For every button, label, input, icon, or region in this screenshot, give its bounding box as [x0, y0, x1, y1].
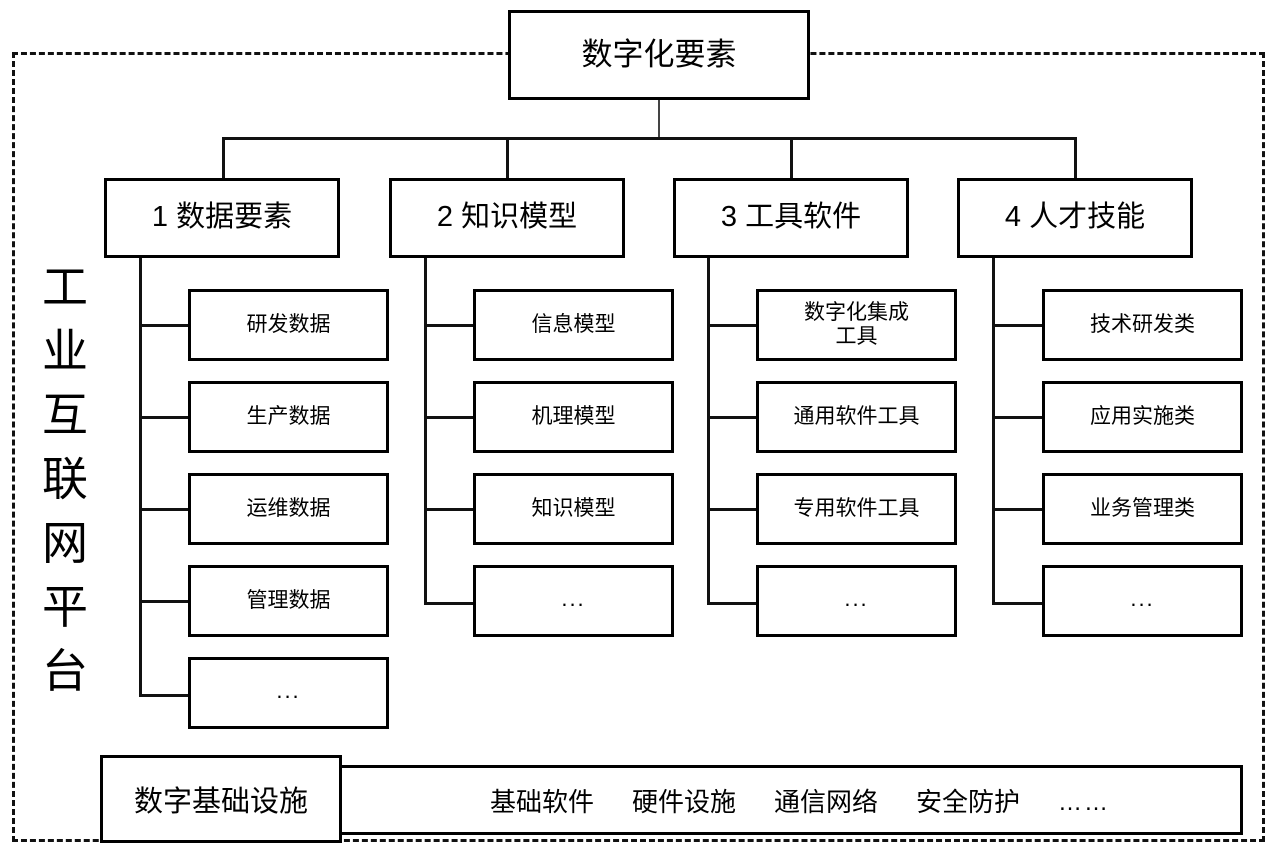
infrastructure-item[interactable]: 硬件设施	[631, 786, 736, 817]
connector-category-3-drop	[790, 137, 793, 179]
leaf-node-label: ...	[844, 585, 869, 611]
category-node-2-label: 2 知识模型	[436, 201, 578, 234]
leaf-node-label: 运维数据	[246, 497, 331, 521]
leaf-node[interactable]: ...	[1042, 565, 1243, 637]
infrastructure-item[interactable]: 通信网络	[774, 786, 879, 817]
connector-stub-2-2	[424, 416, 476, 419]
leaf-node-label: 研发数据	[246, 313, 331, 337]
root-node[interactable]: 数字化要素	[508, 10, 810, 100]
leaf-node[interactable]: 专用软件工具	[756, 473, 957, 545]
leaf-node-label: 业务管理类	[1090, 497, 1195, 521]
connector-spine-2	[424, 256, 427, 605]
root-node-label: 数字化要素	[581, 37, 737, 73]
connector-stub-3-4	[707, 602, 759, 605]
connector-stub-2-3	[424, 508, 476, 511]
connector-stub-2-4	[424, 602, 476, 605]
connector-stub-3-2	[707, 416, 759, 419]
leaf-node[interactable]: ...	[473, 565, 674, 637]
leaf-node[interactable]: 生产数据	[188, 381, 389, 453]
infrastructure-node-label: 数字基础设施	[133, 786, 308, 818]
connector-category-2-drop	[506, 137, 509, 179]
leaf-node[interactable]: 应用实施类	[1042, 381, 1243, 453]
category-node-4[interactable]: 4 人才技能	[957, 178, 1193, 258]
leaf-node-label: 管理数据	[246, 589, 331, 613]
leaf-node[interactable]: 信息模型	[473, 289, 674, 361]
connector-stub-3-1	[707, 324, 759, 327]
connector-stub-1-5	[139, 694, 191, 697]
infrastructure-item[interactable]: 基础软件	[489, 786, 594, 817]
leaf-node-label: 机理模型	[531, 405, 616, 429]
leaf-node[interactable]: ...	[188, 657, 389, 729]
leaf-node-label: 知识模型	[531, 497, 616, 521]
category-node-4-label: 4 人才技能	[1004, 201, 1146, 234]
connector-stub-1-4	[139, 600, 191, 603]
category-node-1-label: 1 数据要素	[151, 201, 293, 234]
connector-category-1-drop	[222, 137, 225, 179]
category-node-3[interactable]: 3 工具软件	[673, 178, 909, 258]
category-node-2[interactable]: 2 知识模型	[389, 178, 625, 258]
leaf-node-label: ...	[1130, 585, 1155, 611]
infrastructure-node[interactable]: 数字基础设施	[100, 755, 342, 843]
connector-category-4-drop	[1074, 137, 1077, 179]
infrastructure-item-ellipsis: ……	[1058, 789, 1111, 816]
leaf-node[interactable]: 业务管理类	[1042, 473, 1243, 545]
leaf-node[interactable]: 研发数据	[188, 289, 389, 361]
connector-stub-2-1	[424, 324, 476, 327]
leaf-node[interactable]: 数字化集成 工具	[756, 289, 957, 361]
leaf-node[interactable]: 运维数据	[188, 473, 389, 545]
infrastructure-item-list: 基础软件 硬件设施 通信网络 安全防护 ……	[360, 765, 1240, 835]
connector-stub-4-4	[992, 602, 1044, 605]
leaf-node[interactable]: 通用软件工具	[756, 381, 957, 453]
connector-stub-3-3	[707, 508, 759, 511]
connector-spine-3	[707, 256, 710, 605]
leaf-node-label: 应用实施类	[1090, 405, 1195, 429]
connector-spine-4	[992, 256, 995, 605]
leaf-node-label: 信息模型	[531, 313, 616, 337]
connector-stub-4-3	[992, 508, 1044, 511]
connector-stub-1-2	[139, 416, 191, 419]
leaf-node[interactable]: 知识模型	[473, 473, 674, 545]
leaf-node-label: 数字化集成 工具	[804, 300, 909, 348]
leaf-node-label: 专用软件工具	[793, 497, 920, 521]
leaf-node[interactable]: 机理模型	[473, 381, 674, 453]
connector-root-drop	[658, 100, 660, 138]
platform-label: 工业互联网平台	[42, 261, 88, 697]
connector-stub-1-1	[139, 324, 191, 327]
category-node-1[interactable]: 1 数据要素	[104, 178, 340, 258]
leaf-node[interactable]: ...	[756, 565, 957, 637]
leaf-node-label: 生产数据	[246, 405, 331, 429]
connector-stub-1-3	[139, 508, 191, 511]
connector-stub-4-2	[992, 416, 1044, 419]
leaf-node[interactable]: 技术研发类	[1042, 289, 1243, 361]
connector-category-bus	[222, 137, 1076, 140]
category-node-3-label: 3 工具软件	[720, 201, 862, 234]
leaf-node[interactable]: 管理数据	[188, 565, 389, 637]
connector-spine-1	[139, 256, 142, 697]
leaf-node-label: 技术研发类	[1090, 313, 1195, 337]
connector-stub-4-1	[992, 324, 1044, 327]
leaf-node-label: 通用软件工具	[793, 405, 920, 429]
leaf-node-label: ...	[561, 585, 586, 611]
infrastructure-item[interactable]: 安全防护	[916, 786, 1021, 817]
leaf-node-label: ...	[276, 677, 301, 703]
